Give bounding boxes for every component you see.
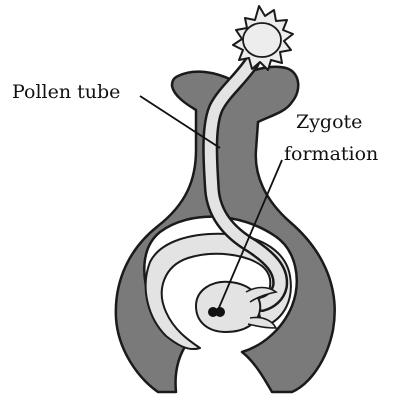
- zygote-label-line2: formation: [284, 143, 378, 165]
- pollen-grain: [233, 6, 293, 70]
- pollen-grain-body: [243, 23, 281, 57]
- pollen-tube-label: Pollen tube: [12, 81, 120, 103]
- zygote-label-line1: Zygote: [296, 111, 362, 133]
- zygote-nucleus-right: [215, 307, 225, 317]
